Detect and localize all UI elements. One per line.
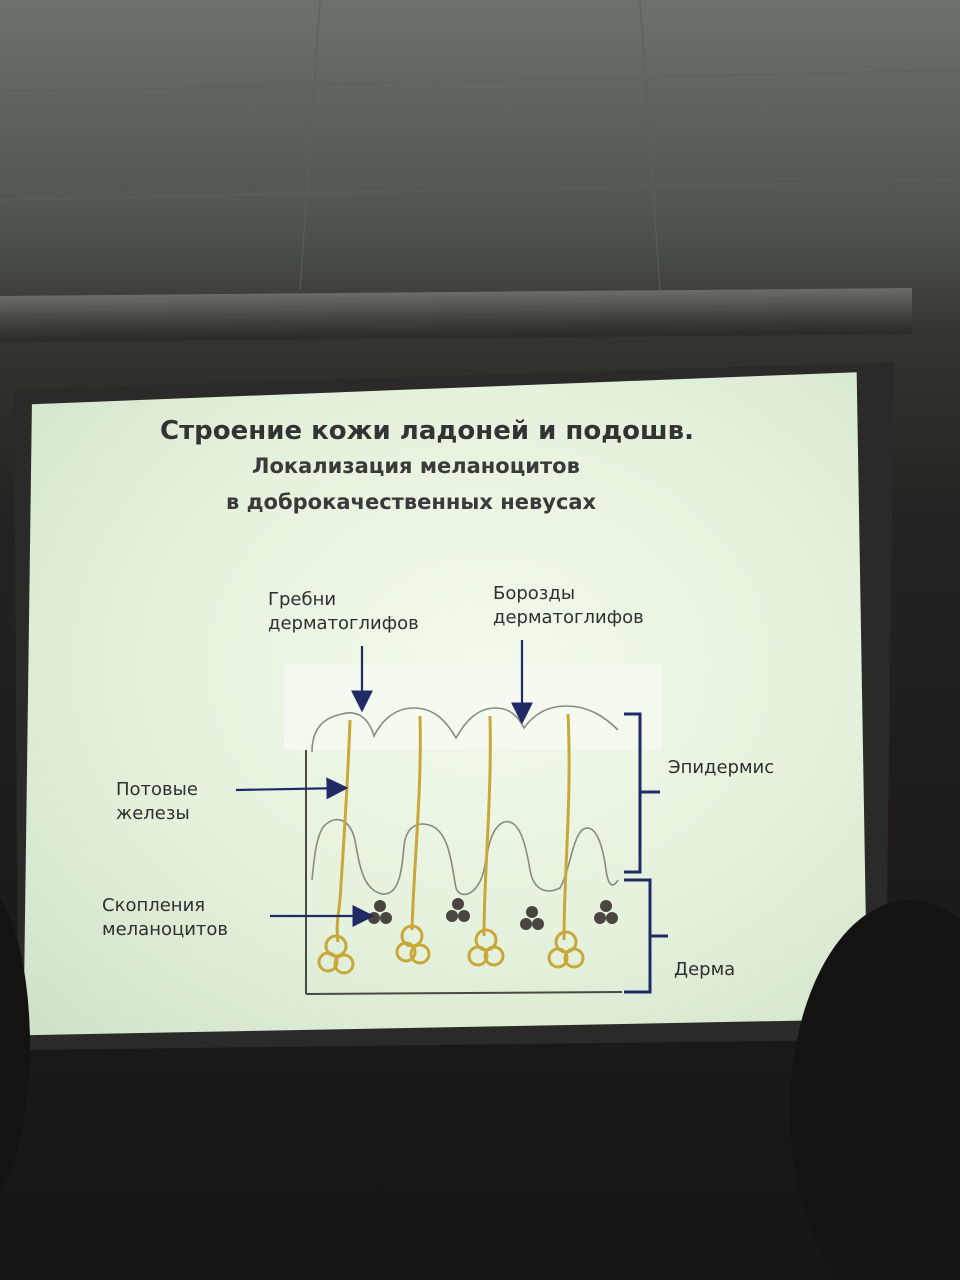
melanocyte-cluster-2: [446, 898, 470, 922]
slide-title: Строение кожи ладоней и подошв.: [160, 416, 694, 446]
label-ridges-line-2: дерматоглифов: [268, 613, 419, 635]
label-dermis: Дерма: [674, 959, 736, 980]
label-epidermis: Эпидермис: [668, 757, 775, 778]
dermo-epidermal-junction: [311, 818, 619, 896]
ceiling-tiles: [0, 0, 960, 291]
melanocyte-cluster-3: [520, 906, 544, 930]
sweat-duct-3: [482, 715, 492, 937]
bracket-dermis: [624, 878, 668, 994]
melanocyte-clusters: [368, 898, 618, 930]
surface-highlight: [284, 664, 662, 750]
sweat-duct-4: [562, 713, 571, 941]
label-melanocyte-clusters: Скопления меланоцитов: [102, 894, 228, 943]
slide-subtitle-line-2: в доброкачественных невусах: [226, 490, 597, 514]
bracket-epidermis: [624, 712, 660, 874]
dermis-box: [305, 750, 623, 995]
label-ridges-line-1: Гребни: [268, 589, 337, 610]
melanocyte-cluster-4: [594, 900, 618, 924]
slide-subtitle-line-1: Локализация меланоцитов: [252, 454, 580, 478]
label-melanocyte-clusters-line-2: меланоцитов: [102, 919, 229, 941]
label-furrows-line-1: Борозды: [493, 583, 576, 604]
sweat-gland-coil-2: [395, 924, 431, 965]
sweat-gland-coils: [317, 924, 585, 975]
sweat-gland-coil-4: [547, 930, 585, 969]
label-ridges: Гребни дерматоглифов: [268, 588, 419, 637]
label-sweat-glands-line-2: железы: [116, 803, 190, 825]
sweat-duct-2: [410, 715, 422, 931]
arrow-sweat-glands: [235, 777, 349, 800]
label-sweat-glands: Потовые железы: [116, 778, 198, 827]
sweat-gland-coil-3: [467, 928, 505, 967]
label-melanocyte-clusters-line-1: Скопления: [102, 895, 206, 916]
melanocyte-cluster-1: [368, 900, 392, 924]
epidermis-surface-line: [311, 705, 619, 753]
sweat-duct-1: [335, 719, 352, 943]
sweat-gland-coil-1: [317, 934, 355, 975]
label-furrows: Борозды дерматоглифов: [493, 582, 644, 631]
label-sweat-glands-line-1: Потовые: [116, 779, 198, 800]
sweat-ducts: [335, 713, 571, 943]
label-furrows-line-2: дерматоглифов: [493, 607, 644, 629]
